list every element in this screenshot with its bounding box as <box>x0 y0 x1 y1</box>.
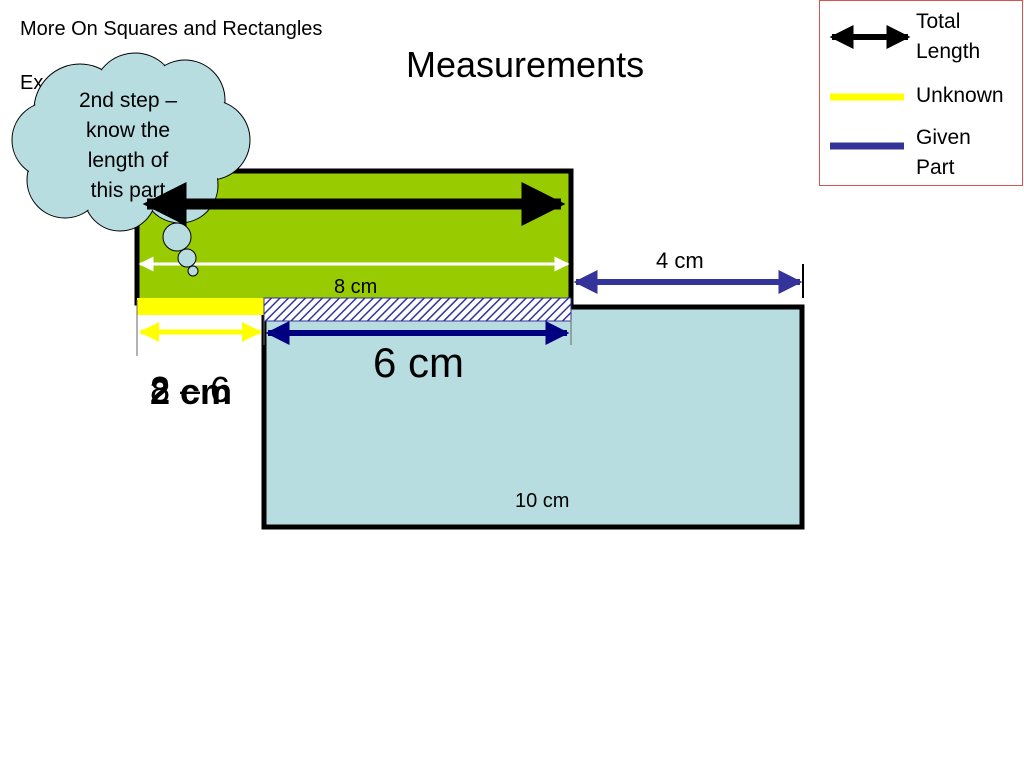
legend-icons <box>829 24 911 150</box>
unknown-calc-label: 8 – 6 <box>150 369 230 410</box>
given-part-hatched <box>263 297 572 322</box>
thought-bubble-text: 2nd step – know the length of this part <box>78 89 178 202</box>
given-part-label: 6 cm <box>373 339 464 386</box>
unknown-result-label: 2 cm <box>150 371 232 412</box>
legend-unknown: Unknown <box>916 84 1004 107</box>
slide-title: Measurements <box>406 44 645 85</box>
legend: Total Length Unknown Given Part <box>819 0 1023 186</box>
step-label: 4 cm <box>656 248 704 273</box>
slide-subtitle: More On Squares and Rectangles <box>20 18 323 40</box>
legend-given-part: Given Part <box>916 126 971 179</box>
example-label: Ex <box>20 72 44 94</box>
unknown-segment <box>137 298 264 315</box>
legend-total-length: Total Length <box>916 10 981 63</box>
thought-bubble-cloud <box>11 52 251 277</box>
bottom-width-label: 10 cm <box>515 490 569 512</box>
top-width-label: 8 cm <box>334 276 377 298</box>
